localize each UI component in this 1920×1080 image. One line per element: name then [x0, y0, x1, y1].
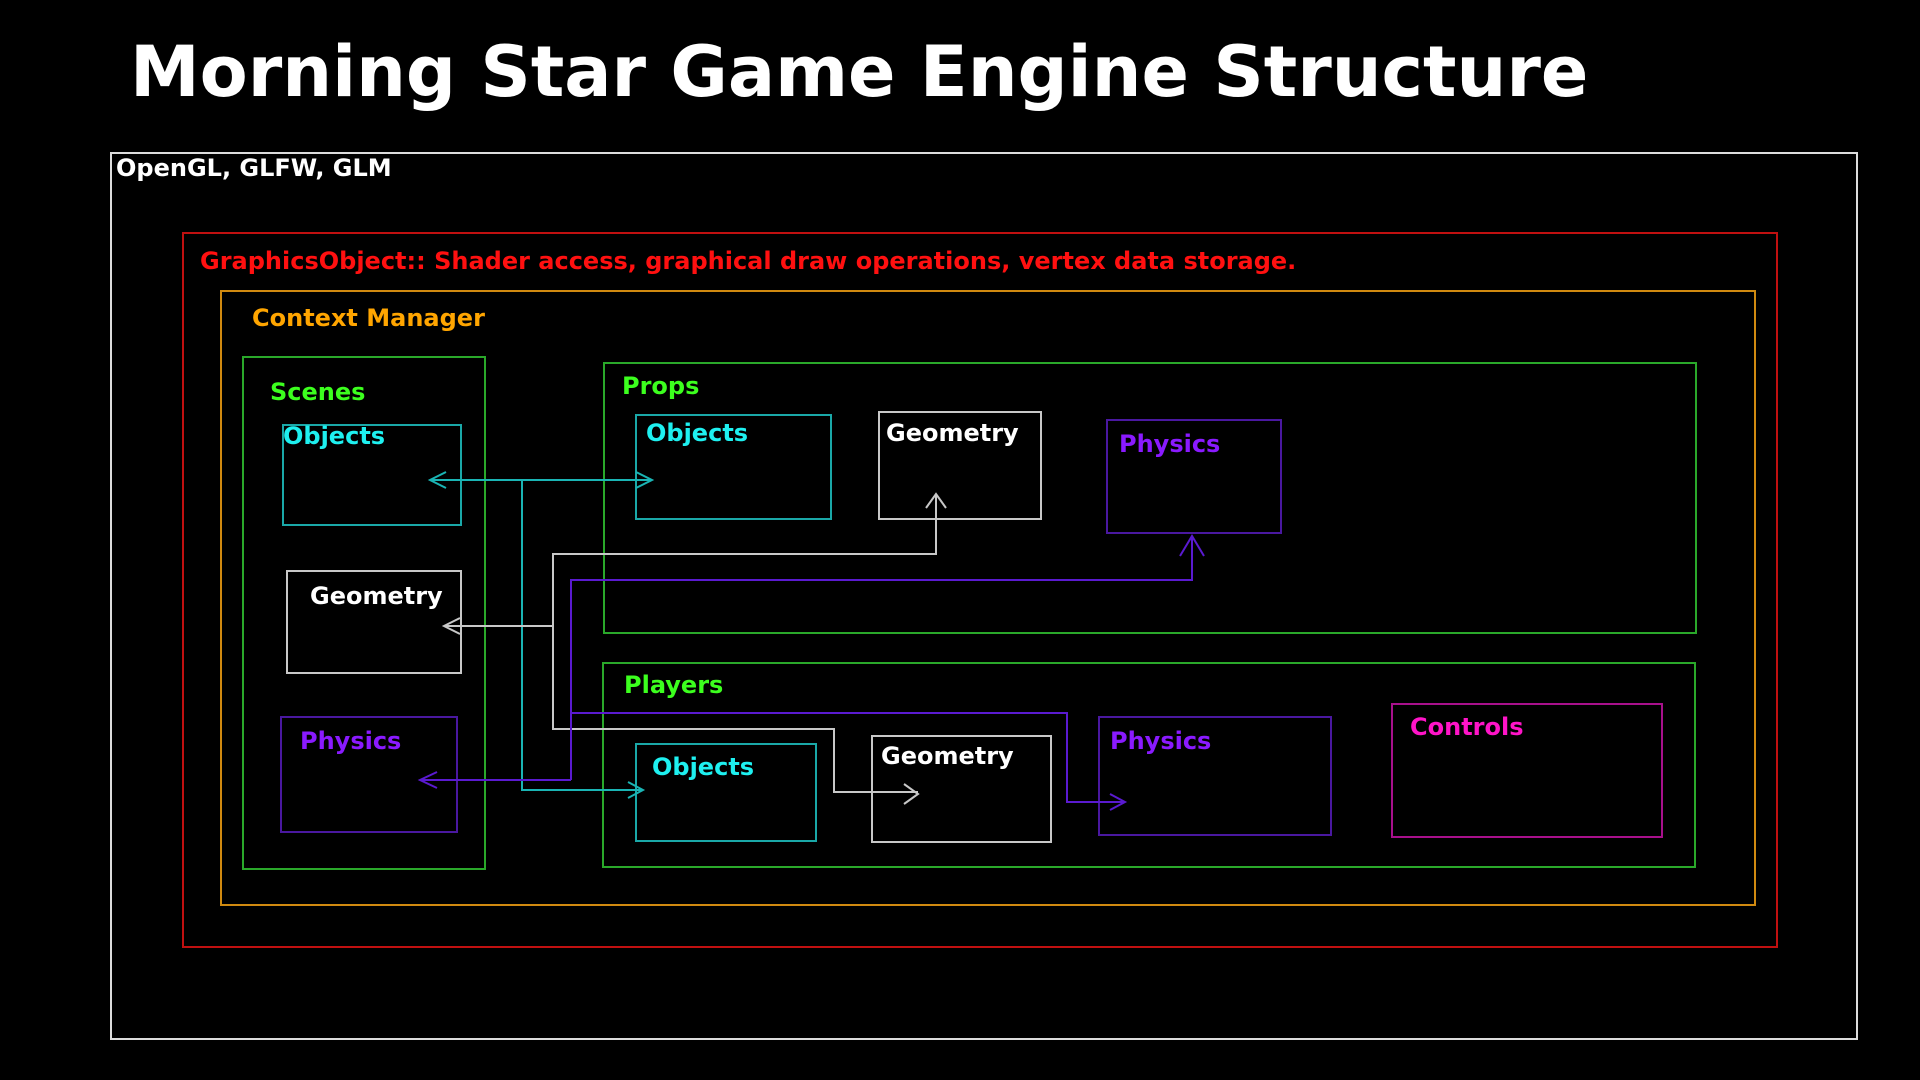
- players-physics-box: [1098, 716, 1332, 836]
- physics-to-players-line: [571, 712, 1125, 803]
- props-geometry-label: Geometry: [886, 419, 1019, 447]
- scenes-geometry-label: Geometry: [310, 582, 443, 610]
- props-physics-label: Physics: [1119, 430, 1221, 458]
- players-controls-box: [1391, 703, 1663, 838]
- physics-to-players-arrowhead: [1109, 793, 1128, 811]
- graphics-object-layer-box: [182, 232, 1778, 948]
- players-geometry-box: [871, 735, 1052, 843]
- physics-to-props-line: [570, 536, 1193, 780]
- context-manager-box: [220, 290, 1756, 906]
- props-box: [603, 362, 1697, 634]
- props-label: Props: [622, 372, 700, 400]
- geometry-to-players-arrowhead: [903, 783, 920, 805]
- geometry-to-scenes-arrowhead: [441, 617, 461, 635]
- players-label: Players: [624, 671, 724, 699]
- props-objects-label: Objects: [646, 419, 749, 447]
- context-manager-label: Context Manager: [252, 304, 485, 332]
- geometry-to-players-line: [552, 626, 918, 793]
- graphics-object-layer-label: GraphicsObject:: Shader access, graphica…: [200, 247, 1297, 275]
- props-geometry-box: [878, 411, 1042, 520]
- players-objects-box: [635, 743, 817, 842]
- objects-link-arrowhead-left: [427, 471, 447, 489]
- physics-to-props-arrowhead: [1179, 534, 1205, 557]
- objects-to-players-arrowhead: [627, 781, 646, 799]
- page-title: Morning Star Game Engine Structure: [130, 31, 1589, 113]
- objects-link-arrowhead-right: [635, 471, 655, 489]
- scenes-label: Scenes: [270, 378, 366, 406]
- scenes-objects-label: Objects: [283, 422, 386, 450]
- scenes-physics-label: Physics: [300, 727, 402, 755]
- props-physics-box: [1106, 419, 1282, 534]
- players-objects-label: Objects: [652, 753, 755, 781]
- libraries-layer-label: OpenGL, GLFW, GLM: [116, 154, 392, 182]
- objects-to-players-line: [521, 480, 643, 791]
- players-geometry-label: Geometry: [881, 742, 1014, 770]
- geometry-to-props-line: [552, 494, 937, 626]
- libraries-layer-box: [110, 152, 1858, 1040]
- geometry-to-props-arrowhead: [925, 492, 947, 509]
- players-box: [602, 662, 1696, 868]
- props-objects-box: [635, 414, 832, 520]
- scenes-physics-box: [280, 716, 458, 833]
- physics-to-scenes-arrowhead: [417, 771, 438, 789]
- players-controls-label: Controls: [1410, 713, 1524, 741]
- players-physics-label: Physics: [1110, 727, 1212, 755]
- scenes-box: [242, 356, 486, 870]
- scenes-objects-box: [282, 424, 462, 526]
- scenes-geometry-box: [286, 570, 462, 674]
